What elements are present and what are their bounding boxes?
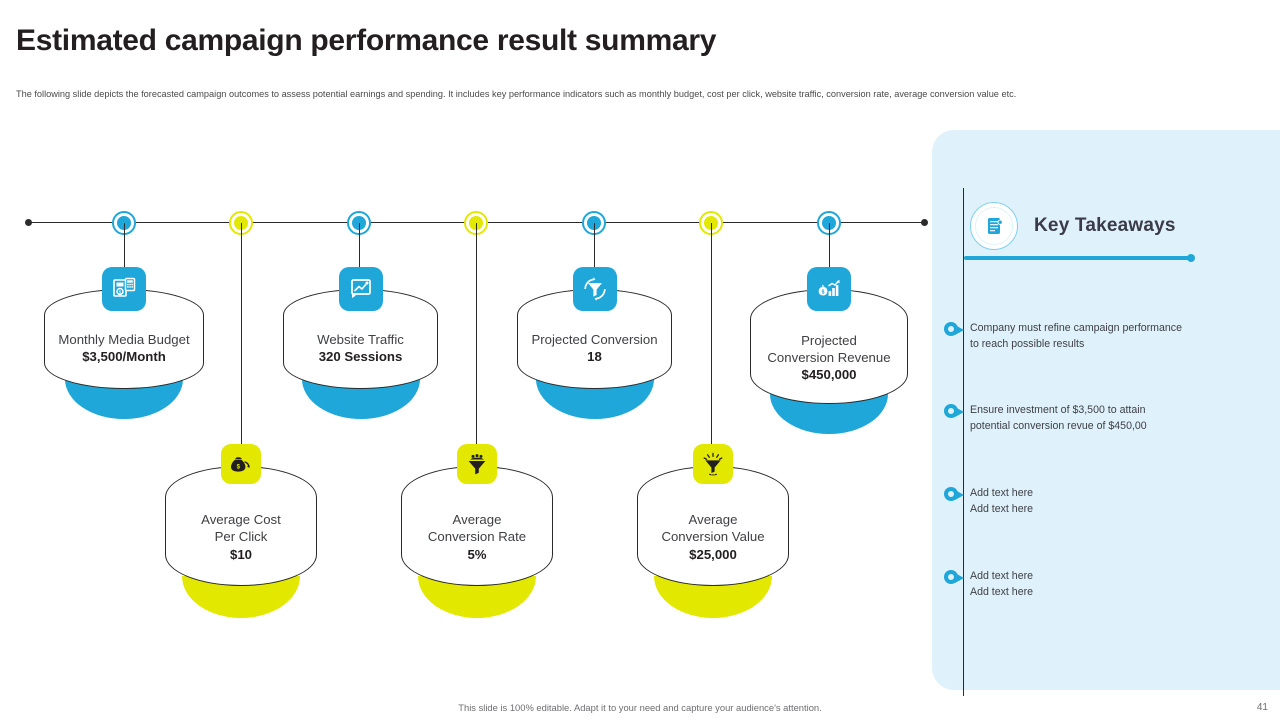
card-value: $450,000: [801, 367, 857, 383]
page-title: Estimated campaign performance result su…: [16, 24, 717, 57]
page-subtitle: The following slide depicts the forecast…: [16, 89, 1017, 99]
bullet-arrow-icon: [944, 404, 970, 435]
key-takeaways-underline: [964, 254, 1195, 262]
timeline-stem-4: [475, 223, 477, 468]
key-takeaways-vertical-rule: [963, 188, 964, 696]
card-value: 320 Sessions: [318, 349, 403, 365]
timeline-end-cap: [921, 219, 928, 226]
takeaway-line-2: Add text here: [970, 586, 1034, 599]
card-label: Projected Conversion Revenue: [767, 332, 891, 365]
card-label: Average Conversion Rate: [427, 512, 527, 544]
card-label: Monthly Media Budget: [58, 331, 190, 347]
card-value: 18: [587, 349, 602, 365]
value-funnel-icon: [693, 444, 733, 484]
takeaway-text: Ensure investment of $3,500 to attain po…: [970, 402, 1147, 435]
card-label: Average Conversion Value: [661, 512, 765, 544]
card-body: Website Traffic 320 Sessions: [283, 289, 438, 389]
bullet-arrow-icon: [944, 570, 970, 601]
svg-text:$: $: [119, 289, 122, 294]
metric-card-average-cost-per-click[interactable]: Average Cost Per Click $10 $: [165, 444, 317, 618]
takeaway-item-2[interactable]: Ensure investment of $3,500 to attain po…: [944, 402, 1264, 435]
takeaway-text: Add text here Add text here: [970, 568, 1033, 601]
takeaway-line-2: to reach possible results: [970, 338, 1085, 351]
document-list-icon: [970, 202, 1018, 250]
timeline-stem-7: [828, 223, 830, 291]
timeline-stem-6: [710, 223, 712, 468]
takeaway-line-1: Ensure investment of $3,500 to attain: [970, 404, 1146, 416]
revenue-growth-icon: $: [807, 267, 851, 311]
takeaway-line-1: Company must refine campaign performance: [970, 322, 1182, 334]
svg-text:$: $: [237, 464, 241, 470]
page-number: 41: [1256, 702, 1268, 713]
timeline-stem-2: [240, 223, 242, 468]
timeline-stem-5: [593, 223, 595, 291]
metric-card-projected-conversion-revenue[interactable]: Projected Conversion Revenue $450,000 $: [750, 267, 908, 434]
audience-funnel-icon: [457, 444, 497, 484]
card-label: Projected Conversion: [531, 331, 658, 347]
takeaway-item-4[interactable]: Add text here Add text here: [944, 568, 1264, 601]
metric-card-average-conversion-rate[interactable]: Average Conversion Rate 5%: [401, 444, 553, 618]
key-takeaways-title: Key Takeaways: [1034, 215, 1176, 236]
takeaway-line-1: Add text here: [970, 487, 1034, 499]
card-value: $10: [229, 546, 252, 562]
bullet-arrow-icon: [944, 322, 970, 353]
takeaway-line-1: Add text here: [970, 570, 1034, 582]
timeline-stem-3: [358, 223, 360, 291]
invoice-icon: $: [102, 267, 146, 311]
metric-card-monthly-media-budget[interactable]: Monthly Media Budget $3,500/Month $: [44, 267, 204, 419]
card-body: Average Cost Per Click $10: [165, 466, 317, 586]
card-body: Average Conversion Value $25,000: [637, 466, 789, 586]
money-bag-icon: $: [221, 444, 261, 484]
takeaway-line-2: Add text here: [970, 503, 1034, 516]
card-value: $3,500/Month: [82, 349, 166, 365]
card-value: $25,000: [689, 546, 737, 562]
takeaway-text: Company must refine campaign performance…: [970, 320, 1182, 353]
takeaway-text: Add text here Add text here: [970, 485, 1033, 518]
takeaway-line-2: potential conversion revue of $450,00: [970, 420, 1147, 433]
svg-text:$: $: [822, 289, 825, 295]
bullet-arrow-icon: [944, 487, 970, 518]
card-label: Average Cost Per Click: [201, 512, 281, 544]
card-value: 5%: [467, 546, 487, 562]
footer-note: This slide is 100% editable. Adapt it to…: [458, 702, 822, 713]
conversion-funnel-icon: [572, 267, 617, 311]
metric-card-projected-conversion[interactable]: Projected Conversion 18: [517, 267, 672, 419]
metric-card-website-traffic[interactable]: Website Traffic 320 Sessions: [283, 267, 438, 419]
traffic-chart-icon: [338, 267, 383, 311]
card-label: Website Traffic: [317, 331, 404, 347]
takeaway-item-3[interactable]: Add text here Add text here: [944, 485, 1264, 518]
timeline-start-cap: [25, 219, 32, 226]
metric-card-average-conversion-value[interactable]: Average Conversion Value $25,000: [637, 444, 789, 618]
card-body: Average Conversion Rate 5%: [401, 466, 553, 586]
key-takeaways-header: Key Takeaways: [970, 202, 1176, 250]
timeline-stem-1: [123, 223, 125, 291]
takeaway-item-1[interactable]: Company must refine campaign performance…: [944, 320, 1264, 353]
